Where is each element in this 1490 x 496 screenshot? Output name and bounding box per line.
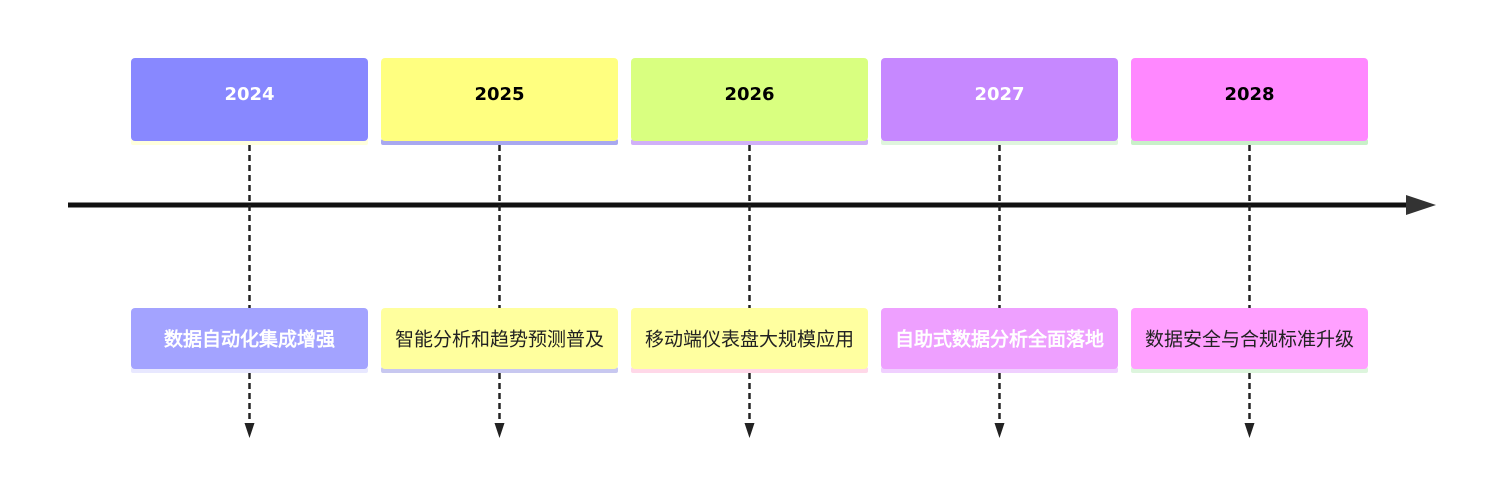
period-2027: 2027 自助式数据分析全面落地 xyxy=(881,58,1118,438)
event-label: 数据安全与合规标准升级 xyxy=(1145,329,1354,351)
year-label: 2026 xyxy=(724,84,774,105)
event-box xyxy=(881,308,1118,369)
year-header-box xyxy=(881,58,1118,141)
event-label: 数据自动化集成增强 xyxy=(164,328,335,351)
event-box xyxy=(1131,308,1368,369)
event-box xyxy=(131,308,368,369)
year-header-box xyxy=(131,58,368,141)
year-header-box xyxy=(1131,58,1368,141)
year-label: 2028 xyxy=(1224,84,1274,105)
period-2026: 2026 移动端仪表盘大规模应用 xyxy=(631,58,868,438)
down-arrow-icon xyxy=(1244,423,1255,438)
year-label: 2025 xyxy=(474,84,524,105)
timeline-axis xyxy=(68,195,1436,215)
event-label: 自助式数据分析全面落地 xyxy=(895,328,1104,351)
year-header-box xyxy=(631,58,868,141)
year-header-box xyxy=(381,58,618,141)
period-2028: 2028 数据安全与合规标准升级 xyxy=(1131,58,1368,438)
down-arrow-icon xyxy=(744,423,755,438)
period-2025: 2025 智能分析和趋势预测普及 xyxy=(381,58,618,438)
down-arrow-icon xyxy=(494,423,505,438)
down-arrow-icon xyxy=(244,423,255,438)
periods-layer: 2024 数据自动化集成增强 2025 智能分析和趋势预测普及 2026 移动端仪表盘大规… xyxy=(131,58,1368,438)
down-arrow-icon xyxy=(994,423,1005,438)
event-label: 智能分析和趋势预测普及 xyxy=(395,329,604,351)
event-label: 移动端仪表盘大规模应用 xyxy=(645,329,854,351)
event-box xyxy=(631,308,868,369)
year-label: 2027 xyxy=(974,84,1024,105)
event-box xyxy=(381,308,618,369)
year-label: 2024 xyxy=(224,84,274,105)
axis-arrowhead-icon xyxy=(1406,195,1436,215)
period-2024: 2024 数据自动化集成增强 xyxy=(131,58,368,438)
